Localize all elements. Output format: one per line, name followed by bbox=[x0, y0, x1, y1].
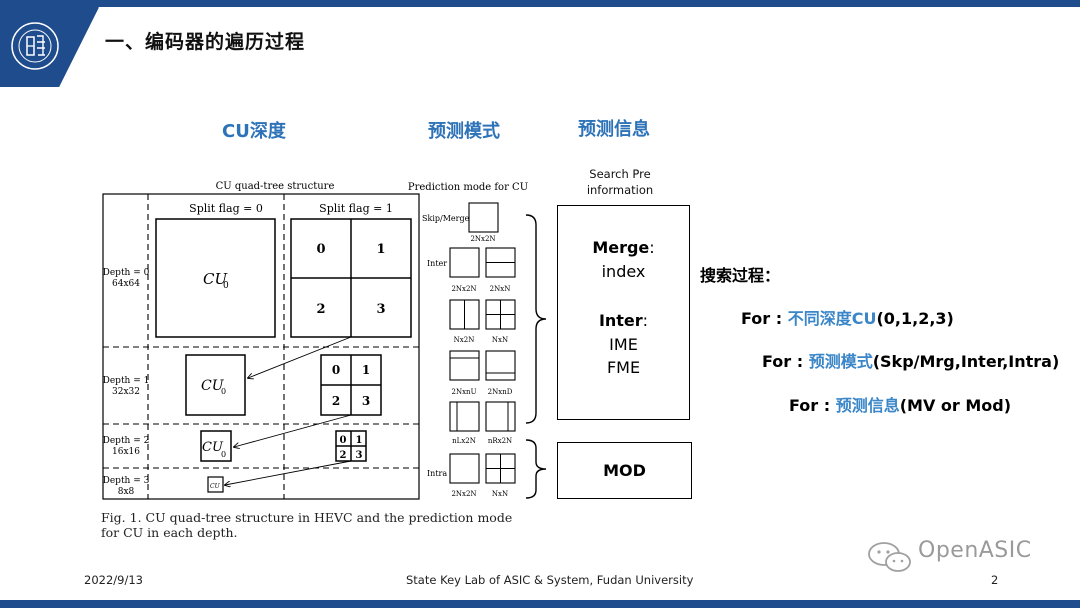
cu0-depth3: CU bbox=[210, 483, 221, 490]
wechat-icon bbox=[868, 542, 911, 572]
inter-info-label: Inter bbox=[598, 311, 643, 330]
mode-inter-nl2n: nLx2N bbox=[452, 437, 476, 445]
inter-value-ime: IME bbox=[609, 335, 638, 354]
quad1-label-3: 3 bbox=[362, 394, 370, 408]
prediction-mode-title: Prediction mode for CU bbox=[408, 182, 528, 193]
inter-label: Inter bbox=[427, 259, 447, 268]
mode-intra-2n2n: 2Nx2N bbox=[451, 490, 476, 498]
quad1-label-1: 1 bbox=[362, 363, 370, 377]
inter-colon: : bbox=[642, 311, 649, 330]
slide-title: 一、编码器的遍历过程 bbox=[105, 31, 306, 53]
cu0-depth1-sub: 0 bbox=[221, 387, 226, 396]
university-logo bbox=[11, 22, 59, 70]
for-prefix-2: For : bbox=[762, 352, 809, 371]
merge-value: index bbox=[601, 262, 646, 281]
for-suffix-3: (MV or Mod) bbox=[899, 396, 1012, 415]
for-prefix-3: For : bbox=[789, 396, 836, 415]
mode-inter-2n2n: 2Nx2N bbox=[451, 285, 476, 293]
watermark-text: OpenASIC bbox=[918, 538, 1032, 563]
for-highlight-2: 预测模式 bbox=[808, 352, 873, 371]
quad2-label-1: 1 bbox=[356, 435, 363, 446]
cu0-depth2-sub: 0 bbox=[221, 450, 226, 459]
skip-merge-label: Skip/Merge bbox=[422, 214, 470, 223]
cu-depth-heading: CU深度 bbox=[222, 121, 286, 142]
search-info-box: Merge: index Inter: IME FME bbox=[557, 205, 690, 420]
figure-caption: Fig. 1. CU quad-tree structure in HEVC a… bbox=[101, 510, 513, 540]
quad2-label-0: 0 bbox=[340, 435, 347, 446]
pred-info-heading: 预测信息 bbox=[578, 119, 650, 140]
split-flag-0: Split flag = 0 bbox=[189, 202, 263, 215]
cu0-depth0-sub: 0 bbox=[223, 281, 229, 291]
for-suffix-1: (0,1,2,3) bbox=[876, 309, 954, 328]
depth1-size: 32x32 bbox=[112, 387, 140, 397]
inter-brace bbox=[525, 214, 547, 424]
footer-date: 2022/9/13 bbox=[84, 573, 143, 587]
merge-colon: : bbox=[649, 238, 655, 257]
search-pre-info-heading: Search Pre information bbox=[560, 166, 680, 198]
depth3-size: 8x8 bbox=[118, 487, 135, 497]
cu-quadtree-figure: CU quad-tree structure Prediction mode f… bbox=[102, 181, 528, 500]
cu0-depth0: CU bbox=[203, 270, 228, 288]
for-line-info: For : 预测信息(MV or Mod) bbox=[789, 392, 1011, 416]
mode-intra-nn: NxN bbox=[492, 490, 508, 498]
for-line-depth: For : 不同深度CU(0,1,2,3) bbox=[741, 305, 954, 329]
depth2-label: Depth = 2 bbox=[103, 436, 150, 446]
inter-value-fme: FME bbox=[606, 358, 641, 377]
quad0-label-2: 2 bbox=[316, 302, 325, 317]
pred-mode-heading: 预测模式 bbox=[428, 121, 500, 142]
for-highlight-1: 不同深度CU bbox=[787, 309, 877, 328]
for-prefix-1: For : bbox=[741, 309, 788, 328]
depth2-size: 16x16 bbox=[112, 447, 140, 457]
depth0-size: 64x64 bbox=[112, 279, 140, 289]
depth1-label: Depth = 1 bbox=[103, 376, 150, 386]
quad0-label-3: 3 bbox=[376, 302, 385, 317]
inter-line: Inter: bbox=[558, 311, 689, 330]
merge-line: Merge: bbox=[558, 238, 689, 257]
for-suffix-2: (Skp/Mrg,Inter,Intra) bbox=[872, 352, 1060, 371]
mode-inter-2nnd: 2NxnD bbox=[488, 388, 513, 396]
quad0-label-1: 1 bbox=[376, 242, 385, 257]
top-accent-bar bbox=[0, 0, 1080, 7]
intra-brace bbox=[525, 439, 547, 499]
for-line-mode: For : 预测模式(Skp/Mrg,Inter,Intra) bbox=[762, 348, 1059, 372]
mod-box: MOD bbox=[557, 442, 692, 499]
split-flag-1: Split flag = 1 bbox=[319, 202, 393, 215]
quadtree-title: CU quad-tree structure bbox=[216, 181, 335, 192]
quad1-label-0: 0 bbox=[332, 363, 340, 377]
footer-page-number: 2 bbox=[991, 573, 999, 587]
quad1-label-2: 2 bbox=[332, 394, 340, 408]
footer-lab: State Key Lab of ASIC & System, Fudan Un… bbox=[406, 573, 694, 587]
mode-inter-nr2n: nRx2N bbox=[488, 437, 512, 445]
bottom-accent-bar bbox=[0, 600, 1080, 608]
mode-inter-nn: NxN bbox=[492, 336, 508, 344]
search-process-title: 搜索过程： bbox=[700, 266, 781, 285]
search-pre-line1: Search Pre bbox=[589, 167, 651, 181]
quad2-label-3: 3 bbox=[356, 450, 363, 461]
cu0-depth2: CU bbox=[202, 440, 224, 455]
for-highlight-3: 预测信息 bbox=[835, 396, 900, 415]
depth0-label: Depth = 0 bbox=[103, 268, 150, 278]
depth3-label: Depth = 3 bbox=[103, 476, 150, 486]
mode-inter-2nnu: 2NxnU bbox=[452, 388, 477, 396]
quad2-label-2: 2 bbox=[340, 450, 347, 461]
mode-inter-2nn: 2NxN bbox=[490, 285, 511, 293]
search-pre-line2: information bbox=[586, 183, 654, 197]
cu0-depth1: CU bbox=[201, 378, 225, 394]
merge-label: Merge bbox=[592, 238, 650, 257]
quad0-label-0: 0 bbox=[316, 242, 325, 257]
intra-label: Intra bbox=[427, 469, 447, 478]
mode-skip: 2Nx2N bbox=[470, 235, 495, 243]
mode-inter-n2n: Nx2N bbox=[454, 336, 475, 344]
